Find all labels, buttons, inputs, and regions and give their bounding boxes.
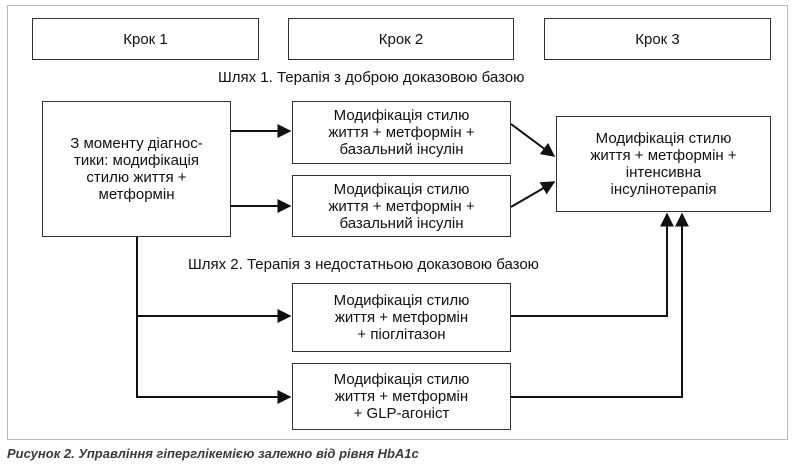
figure-caption: Рисунок 2. Управління гіперглікемією зал… xyxy=(7,446,419,461)
arrow-p1-bottom-to-final xyxy=(510,181,556,208)
path-2-bottom-box: Модифікація стилю життя + метформін + GL… xyxy=(292,363,511,430)
path-1-top-box: Модифікація стилю життя + метформін + ба… xyxy=(292,101,511,164)
path-1-bottom-box: Модифікація стилю життя + метформін + ба… xyxy=(292,175,511,237)
start-box: З моменту діагнос- тики: модифікація сти… xyxy=(42,101,231,237)
path-2-label: Шлях 2. Терапія з недостатньою доказовою… xyxy=(188,256,539,273)
arrow-start-to-p2-top xyxy=(136,237,292,323)
step-2-header: Крок 2 xyxy=(288,18,514,60)
arrow-p1-top-to-final xyxy=(510,123,556,157)
step-3-header: Крок 3 xyxy=(544,18,771,60)
path-1-label: Шлях 1. Терапія з доброю доказовою базою xyxy=(218,69,525,86)
path-2-top-box: Модифікація стилю життя + метформін + пі… xyxy=(292,283,511,352)
final-box: Модифікація стилю життя + метформін + ін… xyxy=(556,116,771,212)
arrow-p2-top-to-final xyxy=(511,212,674,317)
arrow-start-to-p2-bottom xyxy=(136,316,292,404)
figure-frame xyxy=(7,5,788,440)
arrow-p2-bottom-to-final xyxy=(511,212,689,398)
step-1-header: Крок 1 xyxy=(32,18,259,60)
